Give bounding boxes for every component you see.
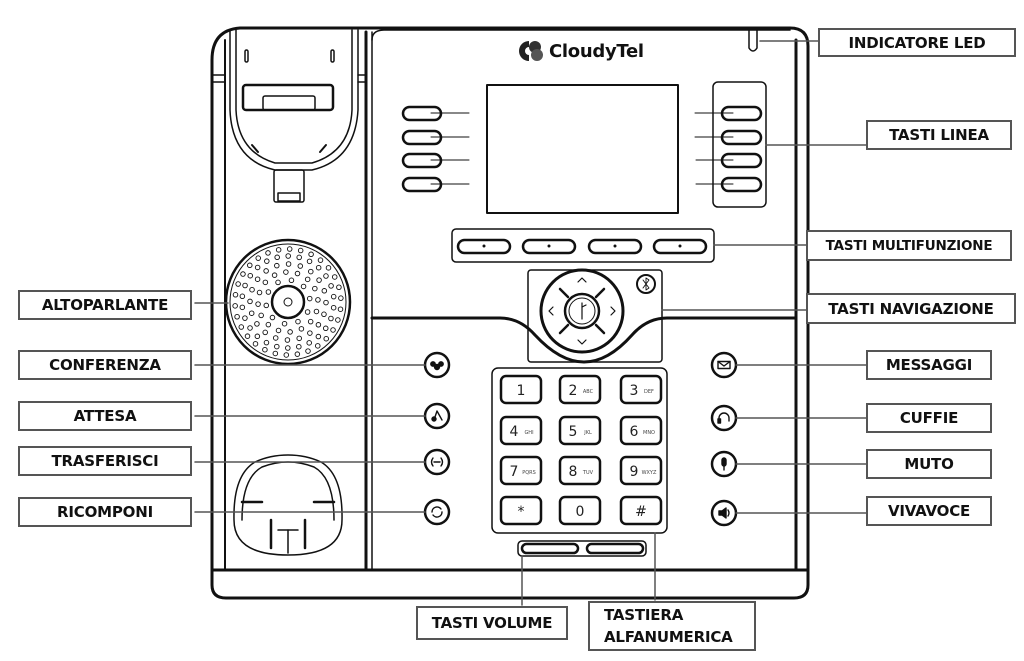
callout-line-keys: TASTI LINEA [866, 120, 1012, 150]
transfer-button[interactable] [423, 448, 451, 476]
keypad-key-5[interactable]: 5 JKL [558, 415, 602, 446]
keypad-letters: WXYZ [642, 470, 657, 476]
envelope-icon [717, 360, 731, 370]
cloud-c-logo-icon [519, 41, 543, 61]
led-indicator [748, 29, 758, 52]
keypad-digit: 8 [569, 464, 578, 480]
left-programmable-keys [401, 105, 470, 193]
keypad-digit: 3 [630, 383, 639, 399]
messages-button[interactable] [710, 351, 738, 379]
redial-button[interactable] [423, 498, 451, 526]
callout-speaker: ALTOPARLANTE [18, 290, 192, 320]
callout-redial: RICOMPONI [18, 497, 192, 527]
keypad-frame [491, 367, 668, 534]
callout-keypad: TASTIERA ALFANUMERICA [588, 601, 756, 651]
callout-keypad-line1: TASTIERA [604, 606, 684, 624]
handset-hook [212, 29, 367, 203]
navigation-cluster [527, 268, 663, 363]
hold-icon [431, 410, 443, 422]
transfer-icon [430, 457, 444, 467]
callout-led-indicator: INDICATORE LED [818, 28, 1016, 57]
keypad-digit: 1 [517, 383, 526, 399]
leader-lines [194, 40, 867, 606]
keypad-digit: 5 [569, 424, 578, 440]
soft-keys [451, 228, 715, 263]
handset-rest [233, 454, 343, 556]
callout-hold: ATTESA [18, 401, 192, 431]
keypad-digit: # [635, 504, 647, 520]
keypad-key-4[interactable]: 4 GHI [499, 415, 543, 446]
handsfree-button[interactable] [710, 499, 738, 527]
keypad-letters: GHI [524, 430, 533, 436]
keypad-letters: MNO [643, 430, 655, 436]
brand-logo: CloudyTel [515, 38, 644, 64]
keypad-key-0[interactable]: 0 [558, 495, 602, 526]
callout-soft-keys: TASTI MULTIFUNZIONE [806, 230, 1012, 261]
callout-navigation-keys: TASTI NAVIGAZIONE [806, 293, 1016, 324]
hold-button[interactable] [423, 402, 451, 430]
conference-button[interactable] [423, 351, 451, 379]
keypad-key-6[interactable]: 6 MNO [619, 415, 663, 446]
microphone-mute-icon [721, 457, 727, 471]
display-screen [486, 84, 679, 214]
volume-keys [517, 540, 647, 557]
keypad-digit: 7 [510, 464, 519, 480]
keypad-digit: 9 [630, 464, 639, 480]
keypad-letters: JKL [583, 430, 592, 436]
keypad-digit: * [518, 504, 525, 520]
keypad-key-2[interactable]: 2 ABC [558, 374, 602, 405]
keypad-key-1[interactable]: 1 [499, 374, 543, 405]
brand-name: CloudyTel [549, 40, 644, 62]
keypad-key-3[interactable]: 3 DEF [619, 374, 663, 405]
keypad-letters: TUV [582, 470, 594, 476]
callout-messages: MESSAGGI [866, 350, 992, 380]
keypad-letters: PQRS [522, 470, 536, 476]
callout-volume-keys: TASTI VOLUME [416, 606, 568, 640]
mute-button[interactable] [710, 450, 738, 478]
keypad-letters: ABC [583, 389, 594, 395]
callout-transfer: TRASFERISCI [18, 446, 192, 476]
callout-headset: CUFFIE [866, 403, 992, 433]
speaker-grille [224, 238, 352, 366]
headset-button[interactable] [710, 404, 738, 432]
callout-keypad-line2: ALFANUMERICA [604, 628, 733, 646]
keypad-digit: 2 [569, 383, 578, 399]
callout-handsfree: VIVAVOCE [866, 496, 992, 526]
keypad-digit: 4 [510, 424, 519, 440]
headset-icon [717, 412, 730, 424]
callout-conference: CONFERENZA [18, 350, 192, 380]
callout-mute: MUTO [866, 449, 992, 479]
keypad-letters: DEF [644, 389, 654, 395]
speaker-icon [718, 507, 730, 519]
keypad-key-8[interactable]: 8 TUV [558, 455, 602, 486]
line-keys [694, 81, 767, 208]
conference-icon [430, 361, 444, 371]
keypad-key-hash[interactable]: # [619, 495, 663, 526]
keypad-digit: 6 [630, 424, 639, 440]
redial-icon [431, 506, 443, 518]
keypad-key-star[interactable]: * [499, 495, 543, 526]
keypad-digit: 0 [576, 504, 585, 520]
